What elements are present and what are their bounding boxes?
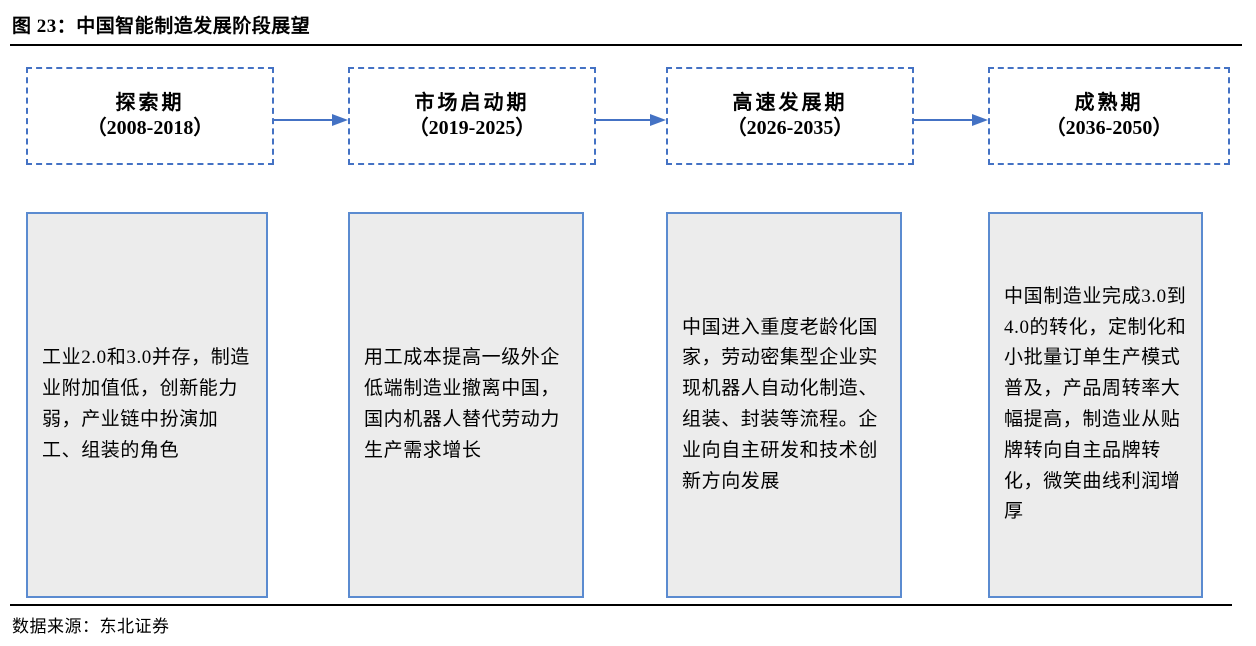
source-note: 数据来源：东北证券: [12, 617, 170, 636]
footer-divider: [10, 604, 1232, 606]
phase-box-1[interactable]: 探索期 （2008-2018）: [26, 67, 274, 165]
phase-name-3: 高速发展期: [732, 92, 848, 114]
phase-description-text-1: 工业2.0和3.0并存，制造业附加值低，创新能力弱，产业链中扮演加工、组装的角色: [42, 347, 250, 461]
phase-description-text-3: 中国进入重度老龄化国家，劳动密集型企业实现机器人自动化制造、组装、封装等流程。企…: [682, 316, 879, 492]
phase-years-2: （2019-2025）: [408, 117, 536, 139]
phase-years-3: （2026-2035）: [726, 117, 854, 139]
title-divider: [10, 44, 1242, 46]
phase-box-2[interactable]: 市场启动期 （2019-2025）: [348, 67, 596, 165]
phase-description-text-2: 用工成本提高一级外企低端制造业撤离中国，国内机器人替代劳动力生产需求增长: [364, 347, 561, 461]
phase-box-3[interactable]: 高速发展期 （2026-2035）: [666, 67, 914, 165]
phase-name-2: 市场启动期: [414, 92, 530, 114]
phase-name-1: 探索期: [115, 92, 185, 114]
phase-years-1: （2008-2018）: [86, 117, 214, 139]
phase-description-box-3[interactable]: 中国进入重度老龄化国家，劳动密集型企业实现机器人自动化制造、组装、封装等流程。企…: [666, 212, 902, 598]
phase-box-4[interactable]: 成熟期 （2036-2050）: [988, 67, 1230, 165]
phase-header-row: 探索期 （2008-2018） 市场启动期 （2019-2025） 高速发展期 …: [0, 67, 1256, 167]
arrow-right-icon-3: [914, 113, 988, 127]
phase-description-box-2[interactable]: 用工成本提高一级外企低端制造业撤离中国，国内机器人替代劳动力生产需求增长: [348, 212, 584, 598]
arrow-right-icon-1: [274, 113, 348, 127]
phase-description-box-4[interactable]: 中国制造业完成3.0到4.0的转化，定制化和小批量订单生产模式普及，产品周转率大…: [988, 212, 1203, 598]
arrow-right-icon-2: [596, 113, 666, 127]
figure-title: 图 23：中国智能制造发展阶段展望: [12, 16, 311, 37]
phase-description-row: 工业2.0和3.0并存，制造业附加值低，创新能力弱，产业链中扮演加工、组装的角色…: [0, 212, 1256, 598]
phase-name-4: 成熟期: [1074, 92, 1144, 114]
phase-years-4: （2036-2050）: [1045, 117, 1173, 139]
phase-description-text-4: 中国制造业完成3.0到4.0的转化，定制化和小批量订单生产模式普及，产品周转率大…: [1004, 285, 1187, 523]
phase-description-box-1[interactable]: 工业2.0和3.0并存，制造业附加值低，创新能力弱，产业链中扮演加工、组装的角色: [26, 212, 268, 598]
